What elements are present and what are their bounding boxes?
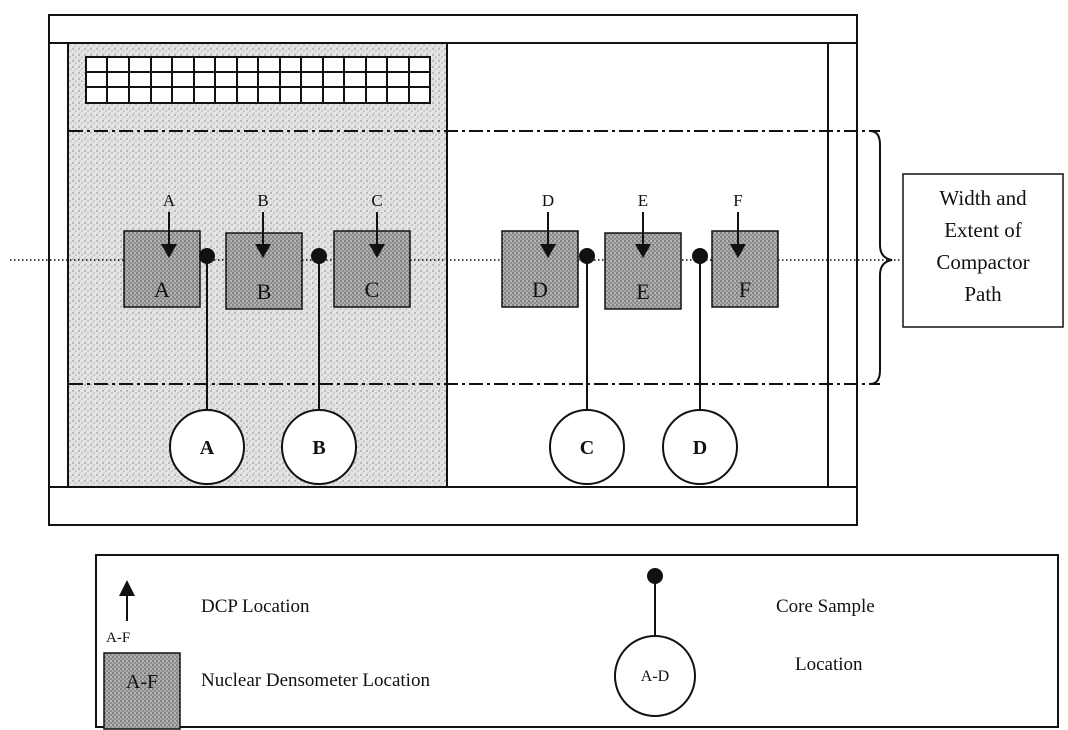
densometer-box-D: D xyxy=(501,230,579,308)
arrow-head-icon xyxy=(255,244,271,258)
compactor-path-label-line-2: Extent of xyxy=(944,218,1022,242)
core-sample-label-D: D xyxy=(693,437,707,459)
core-sample-dot-C xyxy=(579,248,595,264)
core-sample-dots xyxy=(199,248,708,264)
legend-core-circle-label: A-D xyxy=(641,668,669,685)
compactor-path-label-line-4: Path xyxy=(964,282,1002,306)
dcp-label-B: B xyxy=(257,191,268,210)
legend-dcp-text: DCP Location xyxy=(201,596,310,617)
core-sample-label-A: A xyxy=(200,437,215,459)
core-sample-dot-D xyxy=(692,248,708,264)
densometer-box-label-D: D xyxy=(532,277,548,302)
outer-frame xyxy=(48,14,858,526)
compactor-path-brace xyxy=(869,130,893,385)
arrow-head-icon xyxy=(540,244,556,258)
dcp-point-E: E xyxy=(635,191,651,258)
legend-densometer-box xyxy=(103,652,181,730)
dcp-label-A: A xyxy=(163,191,176,210)
compactor-path-label-box xyxy=(902,173,1064,328)
dcp-point-F: F xyxy=(730,191,746,258)
arrow-head-icon xyxy=(730,244,746,258)
arrow-head-icon xyxy=(635,244,651,258)
densometer-box-A: A xyxy=(123,230,201,308)
legend-box xyxy=(95,554,1059,728)
grid-mesh xyxy=(85,56,431,104)
dcp-label-C: C xyxy=(371,191,382,210)
dcp-point-C: C xyxy=(369,191,385,258)
arrow-up-icon xyxy=(119,580,135,596)
legend-core-text-2: Location xyxy=(795,654,863,675)
compactor-path-label-line-1: Width and xyxy=(939,186,1027,210)
dcp-point-D: D xyxy=(540,191,556,258)
dcp-label-D: D xyxy=(542,191,554,210)
core-sample-dot-B xyxy=(311,248,327,264)
dcp-label-F: F xyxy=(733,191,742,210)
core-sample-dot-A xyxy=(199,248,215,264)
dcp-label-E: E xyxy=(638,191,648,210)
core-sample-D: D xyxy=(662,409,738,485)
arrow-head-icon xyxy=(369,244,385,258)
densometer-box-label-F: F xyxy=(739,277,751,302)
densometer-box-label-E: E xyxy=(636,279,649,304)
dcp-point-A: A xyxy=(161,191,177,258)
core-sample-C: C xyxy=(549,409,625,485)
compactor-path-label-line-3: Compactor xyxy=(936,250,1029,274)
densometer-box-label-C: C xyxy=(365,277,380,302)
legend-dcp-range: A-F xyxy=(106,630,130,646)
legend-densometer-text: Nuclear Densometer Location xyxy=(201,670,430,691)
arrow-head-icon xyxy=(161,244,177,258)
core-sample-label-C: C xyxy=(580,437,594,459)
densometer-box-label-A: A xyxy=(154,277,170,302)
core-sample-stems xyxy=(206,256,701,410)
core-sample-A: A xyxy=(169,409,245,485)
dcp-point-B: B xyxy=(255,191,271,258)
densometer-box-F: F xyxy=(711,230,779,308)
legend-core-text-1: Core Sample xyxy=(776,596,875,617)
core-sample-label-B: B xyxy=(312,437,325,459)
core-sample-B: B xyxy=(281,409,357,485)
densometer-box-label-B: B xyxy=(257,279,272,304)
legend-dcp-arrow xyxy=(119,580,135,621)
core-sample-marker-icon xyxy=(647,568,663,584)
legend-densometer-box-label: A-F xyxy=(126,671,158,693)
legend-core-circle xyxy=(614,635,696,717)
densometer-box-C: C xyxy=(333,230,411,308)
